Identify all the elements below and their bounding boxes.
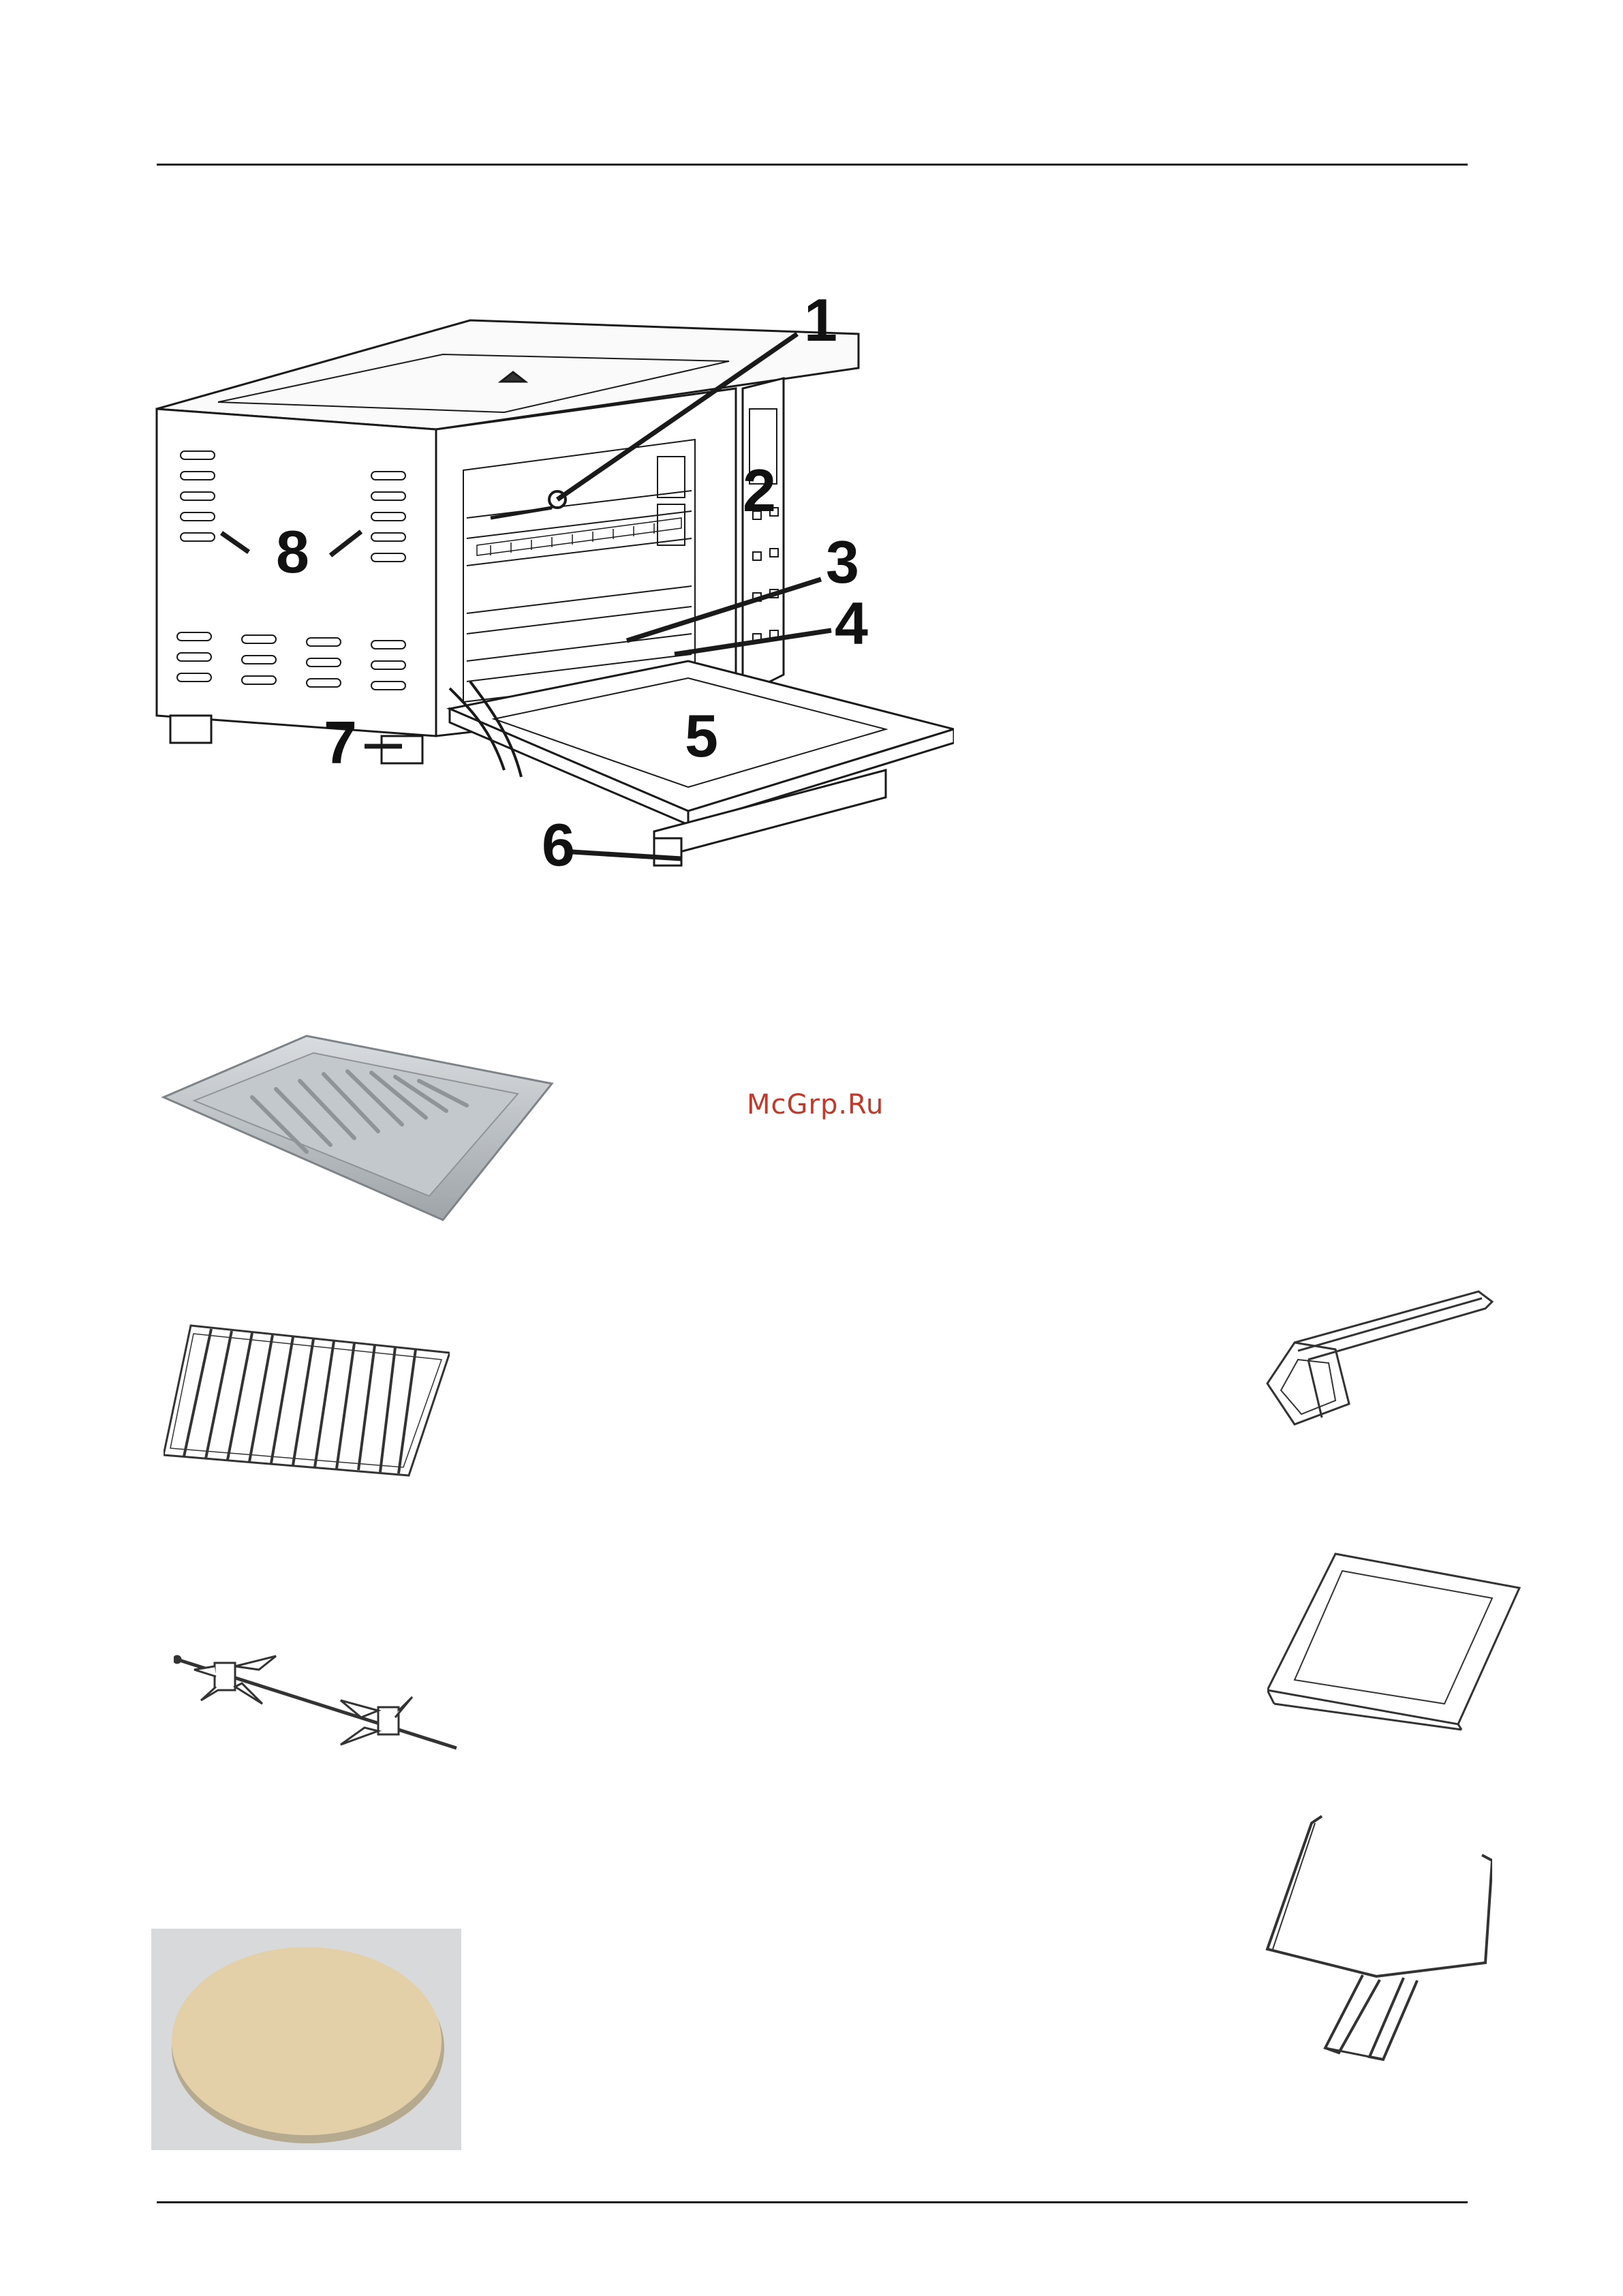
callout-6: 6 [542, 811, 575, 878]
footer-rule [157, 2201, 1468, 2203]
oven-cavity [463, 440, 695, 702]
callout-8: 8 [276, 518, 309, 585]
spit-fork-left [194, 1656, 276, 1704]
rotisserie-spit-image [174, 1629, 460, 1758]
callout-3: 3 [826, 528, 859, 596]
callout-1: 1 [804, 293, 837, 354]
watermark: McGrp.Ru [747, 1089, 884, 1120]
oven-foot [170, 716, 211, 743]
oven-foot [382, 736, 422, 763]
wire-rack-image [164, 1319, 450, 1482]
pizza-stone-image [151, 1929, 461, 2150]
rotisserie-handle-image [1261, 1813, 1492, 2065]
baking-tray-image [157, 1022, 559, 1227]
callout-2: 2 [743, 457, 776, 524]
tray-handle-image [1254, 1288, 1499, 1445]
callout-4: 4 [835, 590, 868, 657]
spit-fork-right [341, 1697, 412, 1745]
callout-5: 5 [685, 702, 718, 769]
callout-7: 7 [324, 709, 357, 776]
oven-diagram: 1 2 3 4 5 6 7 8 [150, 293, 954, 906]
crumb-tray-image [1267, 1547, 1526, 1731]
header-rule [157, 164, 1468, 166]
